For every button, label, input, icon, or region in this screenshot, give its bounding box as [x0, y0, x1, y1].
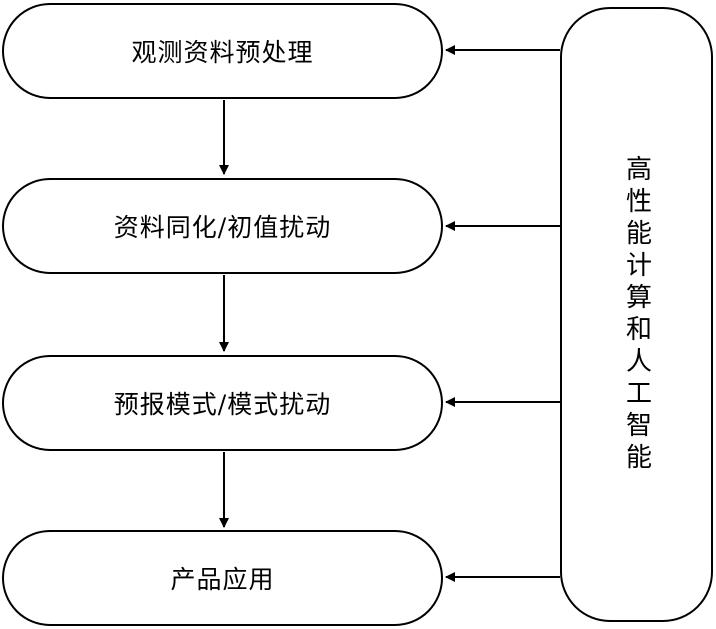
support-box-hpc-ai: 高性能计算和人工智能	[560, 7, 713, 622]
stage-observation-preprocessing: 观测资料预处理	[2, 3, 443, 99]
stage-forecast-model: 预报模式/模式扰动	[2, 355, 443, 451]
stage-label: 资料同化/初值扰动	[113, 213, 332, 242]
stage-label: 预报模式/模式扰动	[113, 390, 332, 419]
stage-data-assimilation: 资料同化/初值扰动	[2, 178, 443, 274]
stage-label: 观测资料预处理	[131, 38, 314, 67]
support-label: 高性能计算和人工智能	[621, 154, 652, 475]
stage-label: 产品应用	[170, 565, 275, 594]
stage-product-application: 产品应用	[2, 530, 443, 626]
